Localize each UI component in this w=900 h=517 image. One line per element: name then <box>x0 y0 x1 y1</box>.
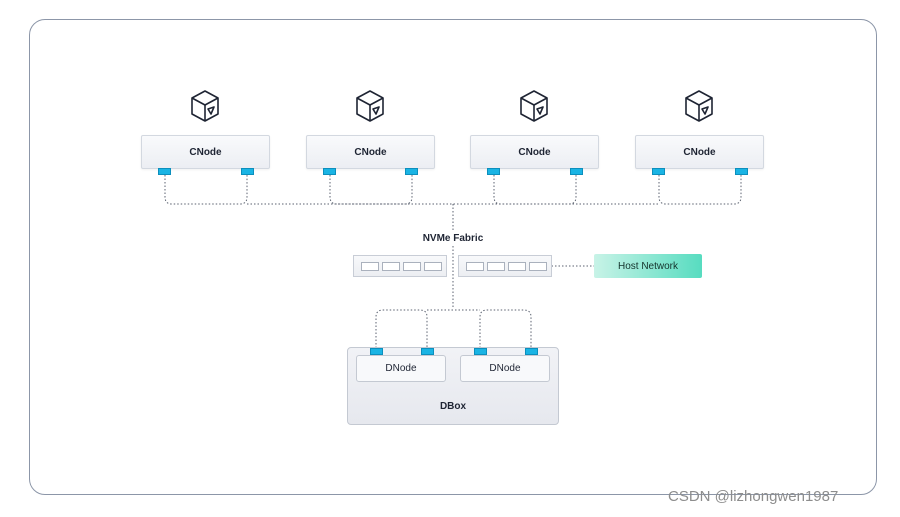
dnode-port <box>421 348 434 355</box>
dbox-label: DBox <box>439 401 467 412</box>
cnode-port <box>241 168 254 175</box>
dnode-port <box>474 348 487 355</box>
switch-slot <box>424 262 442 271</box>
switch-slot <box>403 262 421 271</box>
fabric-title: NVMe Fabric <box>422 233 484 244</box>
cube-icon <box>356 90 384 122</box>
switch-slot <box>529 262 547 271</box>
cnode-label: CNode <box>189 146 222 158</box>
cnode-label: CNode <box>518 146 551 158</box>
cnode-4-link <box>658 175 742 205</box>
switch-slot <box>382 262 400 271</box>
cnode-port <box>323 168 336 175</box>
host-network-label: Host Network <box>617 260 678 272</box>
dnode-label: DNode <box>385 363 417 374</box>
dnode-2-link <box>479 309 532 348</box>
dnode-label: DNode <box>489 363 521 374</box>
cube-icon <box>685 90 713 122</box>
cnode-box: CNode <box>470 135 599 169</box>
dnode-1-link <box>375 309 428 348</box>
cnode-box: CNode <box>141 135 270 169</box>
cnode-port <box>405 168 418 175</box>
cnode-port <box>652 168 665 175</box>
watermark: CSDN @lizhongwen1987 <box>668 488 839 505</box>
cnode-3-link <box>493 175 577 205</box>
dnode-box: DNode <box>460 355 550 382</box>
switch-slot <box>466 262 484 271</box>
cnode-box: CNode <box>306 135 435 169</box>
cnode-port <box>735 168 748 175</box>
switch-slot <box>487 262 505 271</box>
host-network-box: Host Network <box>594 254 702 278</box>
cnode-port <box>487 168 500 175</box>
fabric-switch-right <box>458 255 552 277</box>
cnode-port <box>570 168 583 175</box>
cnode-1-link <box>164 175 248 205</box>
dnode-port <box>525 348 538 355</box>
dnode-port <box>370 348 383 355</box>
diagram-frame <box>29 19 877 495</box>
cube-icon <box>520 90 548 122</box>
fabric-switch-left <box>353 255 447 277</box>
cnode-box: CNode <box>635 135 764 169</box>
cnode-label: CNode <box>354 146 387 158</box>
switch-slot <box>361 262 379 271</box>
dnode-box: DNode <box>356 355 446 382</box>
cube-icon <box>191 90 219 122</box>
cnode-2-link <box>329 175 413 205</box>
cnode-label: CNode <box>683 146 716 158</box>
cnode-port <box>158 168 171 175</box>
switch-slot <box>508 262 526 271</box>
